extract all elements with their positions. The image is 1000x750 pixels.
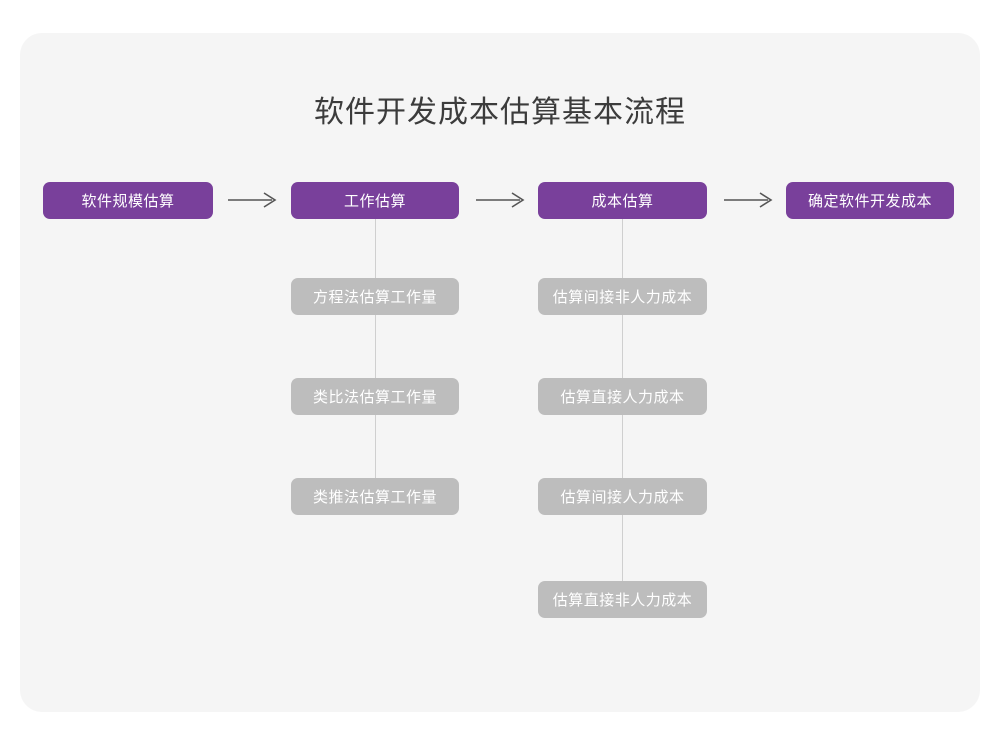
branch-node-col3-3[interactable]: 估算间接人力成本	[538, 478, 707, 515]
branch-node-col3-4[interactable]: 估算直接非人力成本	[538, 581, 707, 618]
diagram-card	[20, 33, 980, 712]
branch-node-col3-4-label: 估算直接非人力成本	[552, 592, 693, 609]
branch-node-col2-3[interactable]: 类推法估算工作量	[291, 478, 459, 515]
arrow-3	[724, 190, 774, 210]
branch-node-col3-2-label: 估算直接人力成本	[560, 389, 685, 406]
arrow-1	[228, 190, 278, 210]
branch-node-col2-3-label: 类推法估算工作量	[312, 489, 437, 506]
branch-node-col3-1[interactable]: 估算间接非人力成本	[538, 278, 707, 315]
branch-node-col3-3-label: 估算间接人力成本	[560, 489, 685, 506]
step-node-1[interactable]: 软件规模估算	[43, 182, 213, 219]
branch-node-col3-1-label: 估算间接非人力成本	[552, 289, 693, 306]
step-node-4-label: 确定软件开发成本	[807, 193, 932, 210]
step-node-3-label: 成本估算	[591, 193, 654, 210]
branch-node-col2-1-label: 方程法估算工作量	[312, 289, 437, 306]
page-title: 软件开发成本估算基本流程	[314, 96, 686, 129]
branch-node-col2-2-label: 类比法估算工作量	[312, 389, 437, 406]
step-node-2[interactable]: 工作估算	[291, 182, 459, 219]
arrow-2	[476, 190, 526, 210]
branch-node-col2-2[interactable]: 类比法估算工作量	[291, 378, 459, 415]
step-node-2-label: 工作估算	[343, 193, 406, 210]
connector-line-col2	[375, 218, 376, 500]
step-node-4[interactable]: 确定软件开发成本	[786, 182, 954, 219]
branch-node-col2-1[interactable]: 方程法估算工作量	[291, 278, 459, 315]
step-node-1-label: 软件规模估算	[81, 193, 175, 210]
step-node-3[interactable]: 成本估算	[538, 182, 707, 219]
branch-node-col3-2[interactable]: 估算直接人力成本	[538, 378, 707, 415]
